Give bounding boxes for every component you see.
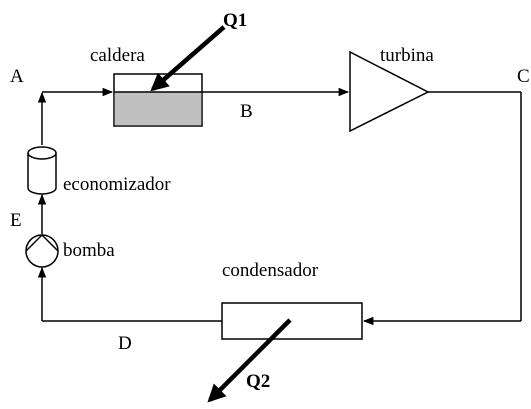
label-point-c: C bbox=[517, 66, 530, 87]
label-economizador: economizador bbox=[63, 174, 171, 195]
heat-out-arrow-icon bbox=[207, 318, 292, 403]
pipe-lines bbox=[37, 87, 522, 326]
label-turbina: turbina bbox=[380, 45, 434, 66]
bomba-pump-icon bbox=[25, 233, 59, 268]
condensador-component bbox=[221, 302, 363, 340]
label-bomba: bomba bbox=[63, 240, 115, 261]
label-heat-in: Q1 bbox=[223, 10, 247, 31]
label-heat-out: Q2 bbox=[246, 371, 270, 392]
label-condensador: condensador bbox=[222, 260, 319, 281]
turbina-triangle-icon bbox=[349, 50, 430, 133]
caldera-water-fill bbox=[114, 92, 202, 126]
label-point-b: B bbox=[240, 101, 253, 122]
heat-in-arrow-icon bbox=[150, 25, 226, 92]
label-point-a: A bbox=[10, 66, 24, 87]
economizador-cylinder-icon bbox=[27, 146, 57, 195]
label-point-e: E bbox=[10, 210, 22, 231]
label-point-d: D bbox=[118, 333, 132, 354]
label-caldera: caldera bbox=[90, 45, 145, 66]
